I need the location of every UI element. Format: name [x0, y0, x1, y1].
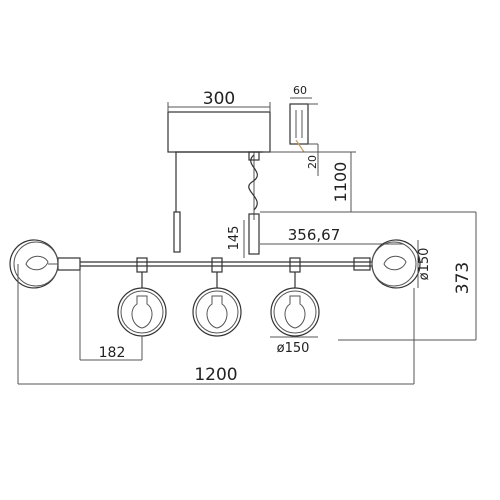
overall-width-label: 1200 [194, 365, 237, 385]
canopy-front [167, 102, 271, 153]
arm-length-label: 356,67 [288, 226, 341, 244]
overall-height-label: 373 [453, 262, 473, 294]
suspension [173, 151, 260, 255]
stem-height-label: 145 [227, 226, 242, 251]
canopy-width-label: 300 [203, 89, 235, 109]
shade-hanging-2 [192, 257, 242, 337]
mid-shade-diameter-label: ø150 [277, 341, 310, 356]
shade-hanging-3 [270, 257, 320, 337]
canopy-height-label: 20 [306, 155, 319, 169]
overall-width-dimension [17, 264, 415, 385]
arm-offset-dimension [79, 270, 143, 361]
shade-left [9, 239, 59, 289]
canopy-side [289, 97, 319, 176]
end-shade-diameter-label: ø150 [417, 248, 432, 281]
drop-height-label: 1100 [331, 162, 350, 203]
shade-hanging-1 [117, 257, 167, 337]
arm-offset-label: 182 [99, 345, 126, 361]
canopy-depth-label: 60 [293, 84, 307, 97]
overall-height-dimension [260, 211, 477, 341]
shade-right [371, 239, 421, 289]
main-bar [57, 257, 372, 271]
